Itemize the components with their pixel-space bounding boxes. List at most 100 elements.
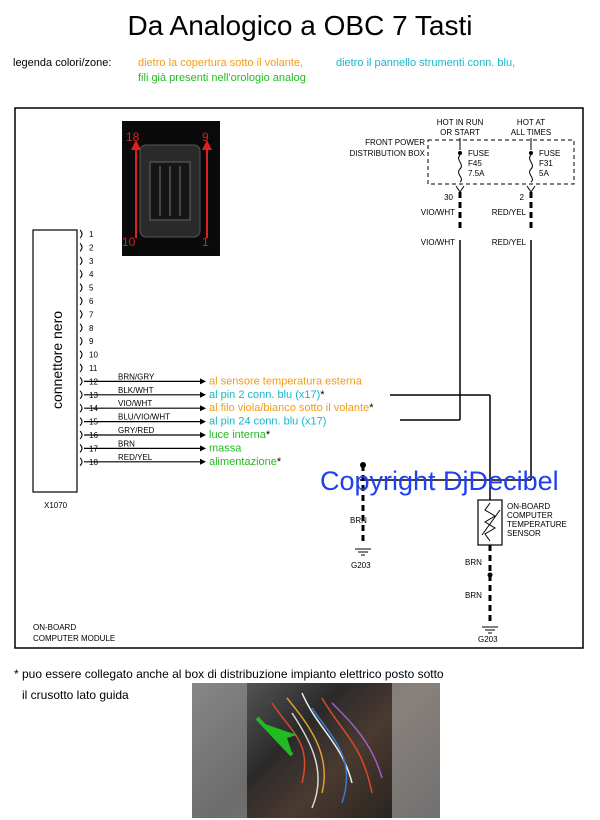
pin-number: 11	[89, 364, 98, 373]
pin-socket-icon	[79, 310, 83, 319]
pin-number: 1	[89, 230, 94, 239]
wire-destination-note: alimentazione*	[209, 456, 282, 468]
wire-arrow-icon	[200, 391, 206, 398]
footnote-line-2: il crusotto lato guida	[22, 688, 129, 702]
wire-arrow-icon	[200, 432, 206, 438]
terminal-b: 2	[520, 193, 525, 202]
wiring-photo	[192, 683, 440, 818]
pin-number: 7	[89, 310, 94, 319]
pin-number: 10	[89, 351, 98, 360]
pin-socket-icon	[79, 377, 83, 386]
pin-number: 3	[89, 257, 94, 266]
legend-green: fili già presenti nell'orologio analog	[138, 72, 306, 84]
connector-photo: 18 9 10 1	[122, 121, 220, 256]
legend-blue: dietro il pannello strumenti conn. blu,	[336, 57, 516, 69]
wire-b-label-1: RED/YEL	[492, 208, 527, 217]
pin-socket-icon	[79, 256, 83, 266]
hot-run-label-1: HOT IN RUN	[437, 118, 484, 127]
connector-name: connettore nero	[49, 311, 65, 409]
power-box-name-2: DISTRIBUTION BOX	[349, 149, 425, 158]
terminal-a: 30	[444, 193, 453, 202]
hot-run-label-2: OR START	[440, 128, 480, 137]
power-box-name-1: FRONT POWER	[365, 138, 425, 147]
right-ground-wire-2: BRN	[465, 591, 482, 600]
pin-socket-icon	[79, 243, 83, 252]
diagram-frame	[14, 107, 584, 649]
pin-number: 2	[89, 243, 94, 252]
pin-socket-icon	[79, 430, 83, 440]
pin-number: 4	[89, 270, 94, 279]
wire-arrow-icon	[200, 378, 206, 385]
ground-icon	[482, 626, 498, 634]
photo-pin-18: 18	[126, 130, 140, 144]
fuse-b-3: 5A	[539, 169, 549, 178]
wire-destination-note: al pin 2 conn. blu (x17)*	[209, 389, 325, 401]
legend-orange: dietro la copertura sotto il volante,	[138, 57, 304, 69]
legend-label: legenda colori/zone:	[13, 57, 112, 69]
wire-arrow-icon	[200, 405, 206, 412]
right-ground-label: G203	[478, 635, 498, 644]
wire-color-code: BRN	[118, 439, 135, 448]
fuse-f31-icon	[529, 154, 533, 183]
wire-arrow-icon	[200, 445, 206, 452]
pin-socket-icon	[79, 336, 83, 346]
wire-color-code: VIO/WHT	[118, 399, 152, 408]
fuse-a-2: F45	[468, 159, 482, 168]
pin-socket-icon	[79, 403, 83, 413]
ground-icon	[355, 548, 371, 556]
wire-color-code: BLU/VIO/WHT	[118, 413, 170, 422]
pin-socket-icon	[79, 363, 83, 373]
sensor-line-1: ON-BOARD	[507, 502, 550, 511]
wire-destination-note: al filo viola/bianco sotto il volante*	[209, 402, 374, 414]
pin-socket-icon	[79, 296, 83, 306]
power-distribution-box	[427, 139, 575, 185]
wire-color-code: BLK/WHT	[118, 386, 154, 395]
pin-number: 6	[89, 297, 94, 306]
photo-pin-1: 1	[202, 235, 209, 249]
pin-socket-icon	[79, 283, 83, 292]
wire-destination-note: massa	[209, 442, 242, 454]
wire-color-code: BRN/GRY	[118, 372, 155, 381]
sensor-line-4: SENSOR	[507, 529, 541, 538]
pin-number: 5	[89, 284, 94, 293]
page-title: Da Analogico a OBC 7 Tasti	[127, 10, 473, 41]
wire-color-code: RED/YEL	[118, 453, 153, 462]
fuse-a-3: 7.5A	[468, 169, 485, 178]
pin-socket-icon	[79, 417, 83, 426]
hot-all-label-2: ALL TIMES	[511, 128, 551, 137]
wire-destination-note: al sensore temperatura esterna	[209, 375, 363, 387]
pin-socket-icon	[79, 229, 83, 239]
module-label-2: COMPUTER MODULE	[33, 634, 115, 643]
photo-pin-10: 10	[122, 235, 136, 249]
left-ground-wire: BRN	[350, 516, 367, 525]
copyright-watermark: Copyright DjDecibel	[320, 466, 559, 496]
module-label-1: ON-BOARD	[33, 623, 76, 632]
pin-number: 9	[89, 337, 94, 346]
hot-all-label-1: HOT AT	[517, 118, 545, 127]
fuse-b-2: F31	[539, 159, 553, 168]
connector-id: X1070	[44, 501, 68, 510]
sensor-line-2: COMPUTER	[507, 511, 553, 520]
wire-destination-note: al pin 24 conn. blu (x17)	[209, 416, 326, 428]
connector-wires: BRN/GRY al sensore temperatura esternaBLK…	[84, 372, 374, 468]
wire-a-label-2: VIO/WHT	[421, 238, 455, 247]
sensor-line-3: TEMPERATURE	[507, 520, 567, 529]
wire-arrow-icon	[200, 458, 206, 465]
pin-socket-icon	[79, 444, 83, 453]
thermistor-icon	[484, 502, 496, 542]
wire-arrow-icon	[200, 418, 206, 425]
pin-socket-icon	[79, 457, 83, 467]
connector-body	[32, 229, 78, 493]
right-ground-wire-1: BRN	[465, 558, 482, 567]
left-ground-label: G203	[351, 561, 371, 570]
footnote-line-1: * puo essere collegato anche al box di d…	[14, 667, 444, 681]
temperature-sensor	[477, 499, 503, 546]
pin-socket-icon	[79, 269, 83, 279]
wire-a-label-1: VIO/WHT	[421, 208, 455, 217]
wire-color-code: GRY/RED	[118, 426, 155, 435]
pin-number: 8	[89, 324, 94, 333]
fuse-a-1: FUSE	[468, 149, 489, 158]
fuse-f45-icon	[458, 154, 462, 183]
pin-socket-icon	[79, 350, 83, 359]
